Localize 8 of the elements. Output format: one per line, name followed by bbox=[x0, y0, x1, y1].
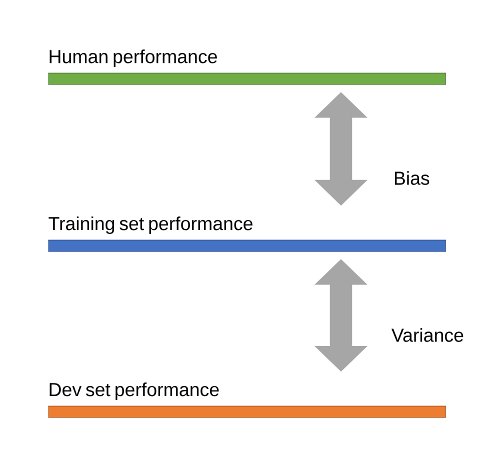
performance-bar: Human performance bbox=[48, 50, 446, 85]
edge-label: Bias bbox=[392, 170, 432, 186]
node-label: Human performance bbox=[50, 50, 217, 67]
performance-bar: Training set performance bbox=[48, 216, 446, 252]
edge-label: Variance bbox=[390, 326, 466, 344]
node-label: Training set performance bbox=[48, 216, 252, 234]
node-label: Dev set performance bbox=[50, 382, 219, 400]
performance-bar: Dev set performance bbox=[48, 382, 446, 418]
